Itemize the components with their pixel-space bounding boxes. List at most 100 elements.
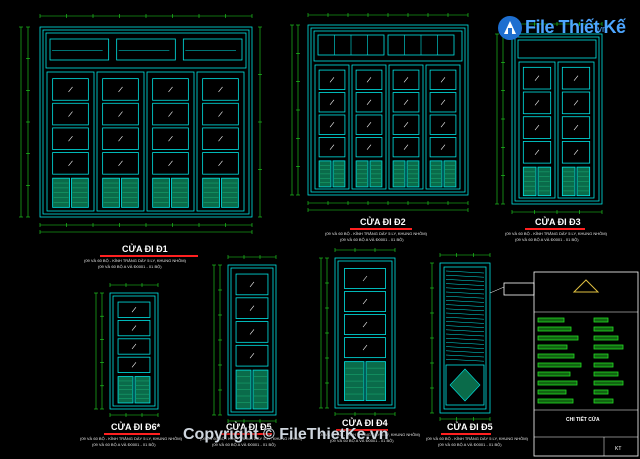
glass-mark xyxy=(362,344,368,351)
louvre-slat xyxy=(445,316,485,320)
glass-mark xyxy=(131,307,137,313)
door-leaf-frame xyxy=(337,260,393,406)
dimension-line xyxy=(227,419,277,423)
glass-lite xyxy=(235,344,269,367)
title-block-text-bar xyxy=(537,398,574,404)
title-block-text-bar xyxy=(593,380,624,386)
louvre-slat xyxy=(445,350,485,354)
title-block-text-bar xyxy=(537,335,579,341)
glass-lite xyxy=(318,92,346,113)
door-label-underline xyxy=(441,433,491,435)
door-d3 xyxy=(511,33,603,205)
title-block-sheet-code: KT xyxy=(615,446,622,452)
glass-lite xyxy=(202,102,239,126)
door-d3-leaf xyxy=(557,61,595,199)
title-block-row xyxy=(537,326,614,332)
glass-lite xyxy=(355,114,383,135)
dimension-line xyxy=(325,257,329,409)
louvre-slat xyxy=(445,304,485,307)
title-block-text-bar xyxy=(593,389,609,395)
glass-mark xyxy=(131,343,137,350)
glass-lite xyxy=(117,356,151,373)
glass-mark xyxy=(534,100,540,106)
door-label-underline xyxy=(350,228,412,230)
glass-lite xyxy=(202,78,239,101)
glass-mark xyxy=(573,100,579,106)
glass-lite xyxy=(355,92,383,113)
glass-mark xyxy=(168,86,173,93)
glass-mark xyxy=(362,275,368,282)
door-d4 xyxy=(334,257,396,409)
door-leaf-frame xyxy=(557,61,595,199)
door-inner-frame xyxy=(514,36,600,202)
glass-lite xyxy=(522,141,552,164)
glass-mark xyxy=(366,144,372,150)
glass-mark xyxy=(366,99,372,105)
glass-mark xyxy=(131,362,137,368)
door-leaf-frame xyxy=(351,64,387,190)
title-block-text-bar xyxy=(593,344,624,350)
title-block-text-bar xyxy=(593,371,619,377)
title-block-row xyxy=(537,398,614,404)
door-d6-leaf xyxy=(112,295,156,407)
glass-mark xyxy=(573,149,579,155)
glass-mark xyxy=(534,124,540,131)
door-leaf-frame xyxy=(425,64,461,190)
door-d4-leaf xyxy=(337,260,393,406)
dimension-line xyxy=(109,283,159,287)
glass-mark xyxy=(218,111,223,117)
glass-lite xyxy=(235,273,269,296)
title-block-row xyxy=(537,335,619,341)
transom-lite xyxy=(49,38,110,61)
glass-lite xyxy=(355,137,383,158)
glass-lite xyxy=(522,91,552,115)
door-d1 xyxy=(39,26,253,218)
louvre-slat xyxy=(445,321,485,324)
louvre-slat xyxy=(445,270,485,274)
glass-mark xyxy=(403,122,409,128)
door-leaf-frame xyxy=(196,71,245,212)
door-d5 xyxy=(227,264,277,416)
glass-lite xyxy=(152,152,189,175)
door-note: (09 VÀ 60 BỘ A VÀ Đ0001 - 01 BỘ) xyxy=(438,442,502,447)
door-d2-leaf xyxy=(314,64,350,190)
door-note: (09 VÀ 60 BỘ - KÍNH TRẮNG DÀY 5 LY, KHUN… xyxy=(505,231,607,236)
dimension-line xyxy=(290,24,294,196)
door-leaf-frame xyxy=(314,64,350,190)
glass-mark xyxy=(168,136,173,142)
title-block-row xyxy=(537,389,609,395)
glass-lite xyxy=(52,127,89,150)
glass-mark xyxy=(362,298,368,305)
louvre-slat xyxy=(445,337,485,341)
title-block-row xyxy=(537,362,614,368)
glass-lite xyxy=(392,92,420,113)
title-block-row xyxy=(537,317,609,323)
door-label-underline xyxy=(100,255,198,257)
transom-lite xyxy=(182,38,243,61)
glass-mark xyxy=(249,305,255,311)
logo-suffix: .vn xyxy=(595,24,608,34)
louvre-slat xyxy=(445,329,485,333)
door-note: (09 VÀ 60 BỘ A VÀ Đ0001 - 01 BỘ) xyxy=(515,237,579,242)
glass-lite xyxy=(429,137,457,158)
logo-icon xyxy=(498,16,522,40)
glass-mark xyxy=(362,321,368,328)
dimension-line xyxy=(296,24,300,196)
glass-mark xyxy=(440,122,446,128)
glass-lite xyxy=(52,78,89,101)
dimension-line xyxy=(39,14,253,18)
transom xyxy=(45,32,247,69)
transom xyxy=(517,39,597,59)
louvre-slat xyxy=(445,342,485,345)
door-d1-leaf xyxy=(196,71,245,212)
door-label-d4: CỬA ĐI Đ4 xyxy=(342,418,388,428)
glass-mark xyxy=(329,122,335,128)
glass-mark xyxy=(534,149,540,155)
door-d1-leaf xyxy=(146,71,195,212)
glass-mark xyxy=(118,86,123,93)
door-d2-leaf xyxy=(425,64,461,190)
door-note: (09 VÀ 60 BỘ - KÍNH TRẮNG DÀY 5 LY, KHUN… xyxy=(80,436,182,441)
title-block-row xyxy=(537,353,609,359)
dimension-line xyxy=(212,264,216,416)
glass-lite xyxy=(202,152,239,175)
